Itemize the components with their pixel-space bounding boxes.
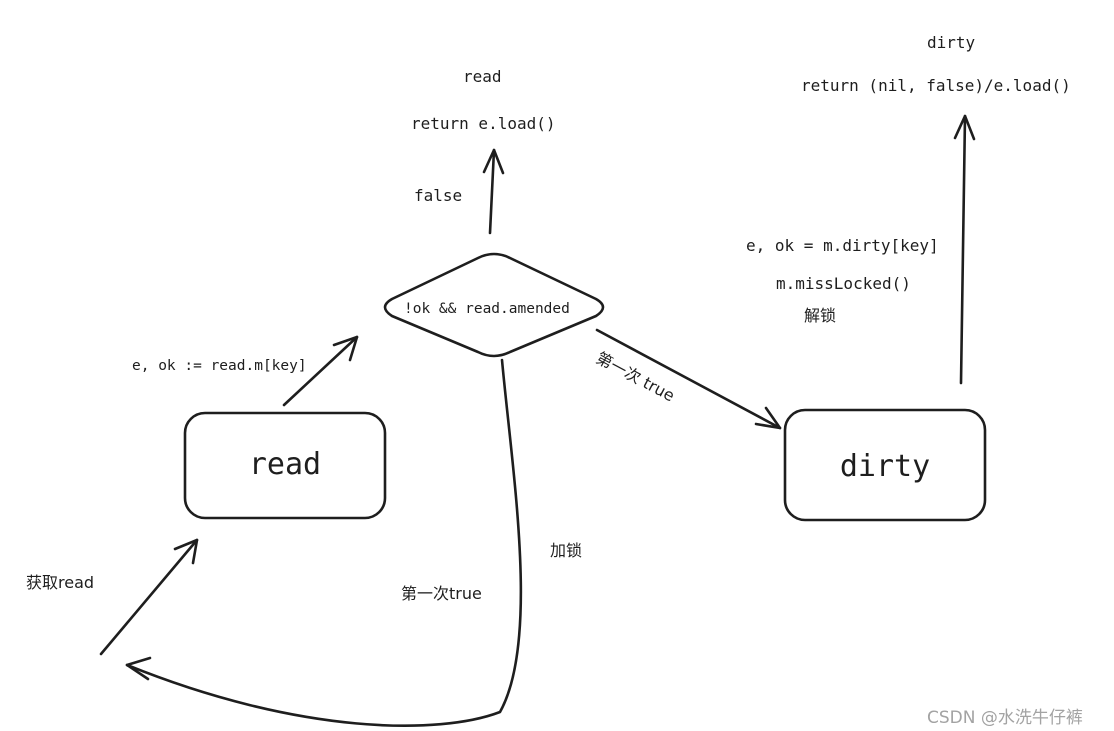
arrow-dirty-to-result <box>959 114 967 385</box>
unlock-label: 解锁 <box>804 306 837 325</box>
condition-diamond <box>383 252 605 358</box>
arrow-condition-to-read-result <box>488 148 496 235</box>
get-read-label: 获取read <box>26 573 95 592</box>
arrow-read-to-condition <box>282 335 359 407</box>
miss-locked-label: m.missLocked() <box>776 274 911 293</box>
arrow-read-to-condition-head <box>332 335 359 362</box>
dirty-result-return: return (nil, false)/e.load() <box>801 76 1071 95</box>
arrow-loop-back-head <box>125 656 152 681</box>
arrow-dirty-to-result-head <box>953 114 976 141</box>
csdn-watermark: CSDN @水洗牛仔裤 <box>927 708 1083 728</box>
condition-label: !ok && read.amended <box>404 301 570 317</box>
dirty-lookup-label: e, ok = m.dirty[key] <box>746 236 939 255</box>
read-box-label: read <box>248 447 322 482</box>
arrow-condition-to-read-result-head <box>482 148 505 175</box>
read-result-return: return e.load() <box>411 114 556 133</box>
arrow-loop-back <box>125 358 523 727</box>
arrow-start-to-read-head <box>173 538 199 565</box>
dirty-box-label: dirty <box>839 449 931 484</box>
lock-label: 加锁 <box>550 541 583 560</box>
read-result-title: read <box>463 67 502 86</box>
arrow-condition-to-dirty-head <box>754 406 782 430</box>
false-label: false <box>414 186 463 205</box>
arrow-start-to-read <box>99 538 199 656</box>
read-box <box>183 411 387 520</box>
arrow-condition-to-dirty <box>595 328 782 430</box>
read-lookup-label: e, ok := read.m[key] <box>132 358 307 374</box>
dirty-result-title: dirty <box>927 33 976 52</box>
first-true-bottom-label: 第一次true <box>401 584 482 603</box>
dirty-box <box>783 408 987 522</box>
